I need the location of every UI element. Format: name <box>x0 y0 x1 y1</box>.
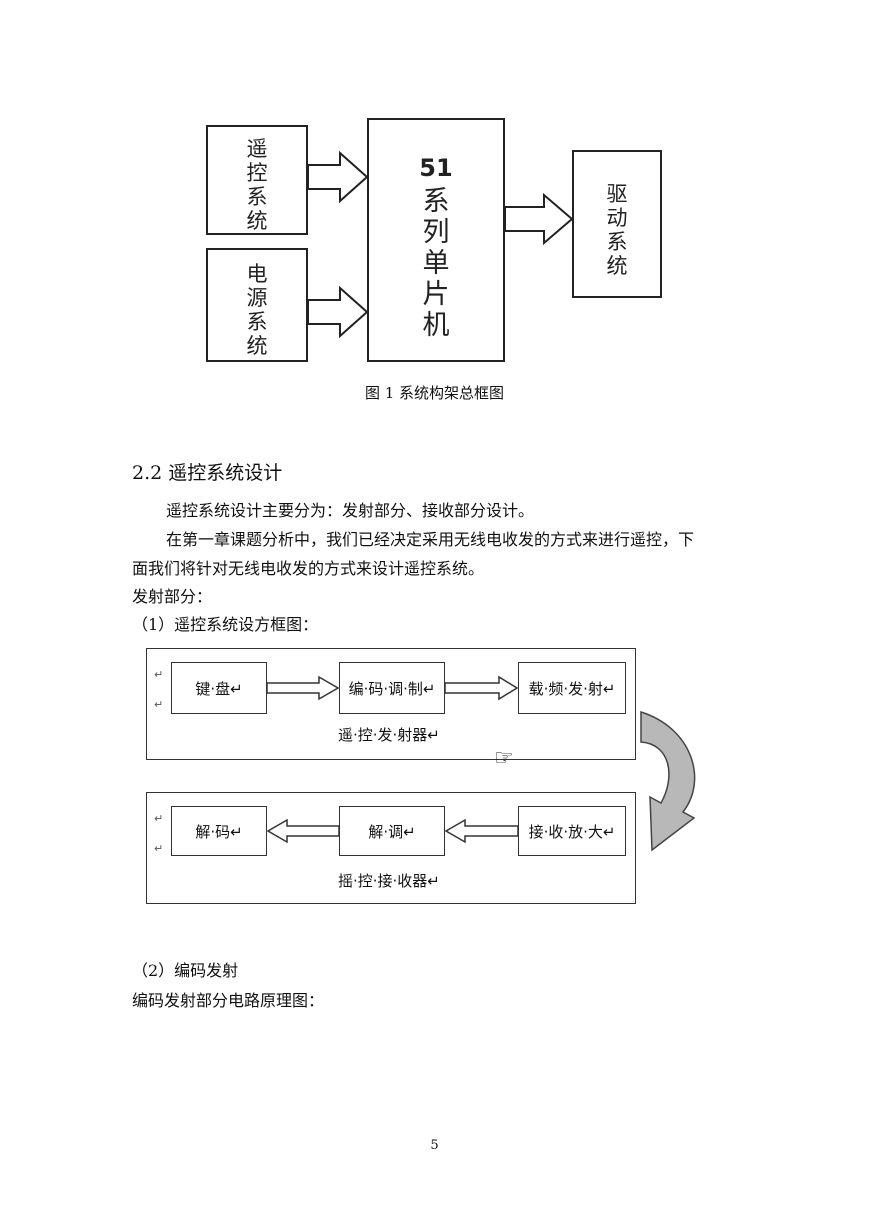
list-item-1: （1）遥控系统设方框图： <box>132 615 319 634</box>
label-char: 系 <box>246 185 268 210</box>
list-item-2-description: 编码发射部分电路原理图： <box>132 991 325 1010</box>
paragraph-1: 遥控系统设计主要分为：发射部分、接收部分设计。 <box>166 501 535 520</box>
label-char: 动 <box>606 206 628 231</box>
page-number: 5 <box>430 1138 439 1153</box>
return-mark: ↵ <box>154 842 164 855</box>
label-char: 电 <box>246 262 268 286</box>
demodulate-box: 解·调↵ <box>339 806 445 856</box>
mcu-number: 51 <box>419 154 453 182</box>
drive-system-box: 驱动系统 <box>572 150 662 298</box>
label-char: 系 <box>606 230 628 255</box>
label-char: 统 <box>606 254 628 279</box>
label-char: 统 <box>246 334 268 359</box>
label-char: 源 <box>246 286 268 311</box>
remote-system-box: 遥控系统 <box>206 125 308 235</box>
power-system-box: 电源系统 <box>206 248 308 362</box>
label-char: 机 <box>422 310 450 342</box>
drive-system-label: 驱动系统 <box>574 182 660 279</box>
transmitter-label: 遥·控·发·射器↵ <box>338 726 440 744</box>
power-system-label: 电源系统 <box>208 262 306 359</box>
label-char: 列 <box>422 217 450 249</box>
receiver-label: 摇·控·接·收器↵ <box>338 872 440 890</box>
paragraph-2-line-1: 在第一章课题分析中，我们已经决定采用无线电收发的方式来进行遥控，下 <box>166 530 695 549</box>
receiver-frame <box>146 792 636 904</box>
return-mark: ↵ <box>154 812 164 825</box>
transmitter-frame <box>146 648 636 760</box>
carrier-transmit-box: 载·频·发·射↵ <box>518 662 626 714</box>
paragraph-2-line-2: 面我们将针对无线电收发的方式来设计遥控系统。 <box>132 559 485 578</box>
figure-1-arrows <box>307 150 574 339</box>
receive-amplify-box: 接·收·放·大↵ <box>518 806 626 856</box>
arrow-mcu-to-drive <box>504 192 574 246</box>
label-char: 系 <box>246 310 268 335</box>
keyboard-box: 键·盘↵ <box>171 662 267 714</box>
label-char: 系 <box>422 186 450 217</box>
arrow-remote-to-mcu <box>307 150 369 204</box>
arrow-power-to-mcu <box>307 285 369 339</box>
launch-section-label: 发射部分： <box>132 587 213 606</box>
mcu-label: 系列单片机 <box>369 186 503 341</box>
label-char: 单 <box>422 248 450 280</box>
label-char: 统 <box>246 209 268 234</box>
label-char: 驱 <box>606 182 628 206</box>
arrow-keyboard-to-encode <box>266 675 340 701</box>
remote-system-label: 遥控系统 <box>208 137 306 234</box>
arrow-amplify-to-demodulate <box>444 818 519 844</box>
figure-1-caption: 图 1 系统构架总框图 <box>364 384 505 402</box>
encode-modulate-box: 编·码·调·制↵ <box>339 662 445 714</box>
label-char: 遥 <box>246 137 268 161</box>
arrow-demodulate-to-decode <box>266 818 340 844</box>
curved-transfer-arrow <box>640 710 696 852</box>
return-mark: ↵ <box>154 668 164 681</box>
label-char: 控 <box>246 161 268 186</box>
mcu-box: 51 系列单片机 <box>367 118 505 362</box>
label-char: 片 <box>422 279 450 311</box>
decode-box: 解·码↵ <box>171 806 267 856</box>
list-item-2: （2）编码发射 <box>132 961 239 980</box>
arrow-encode-to-carrier <box>444 675 519 701</box>
return-mark: ↵ <box>154 698 164 711</box>
section-heading: 2.2 遥控系统设计 <box>132 462 283 484</box>
hand-pointer-icon: ☞ <box>494 746 514 771</box>
